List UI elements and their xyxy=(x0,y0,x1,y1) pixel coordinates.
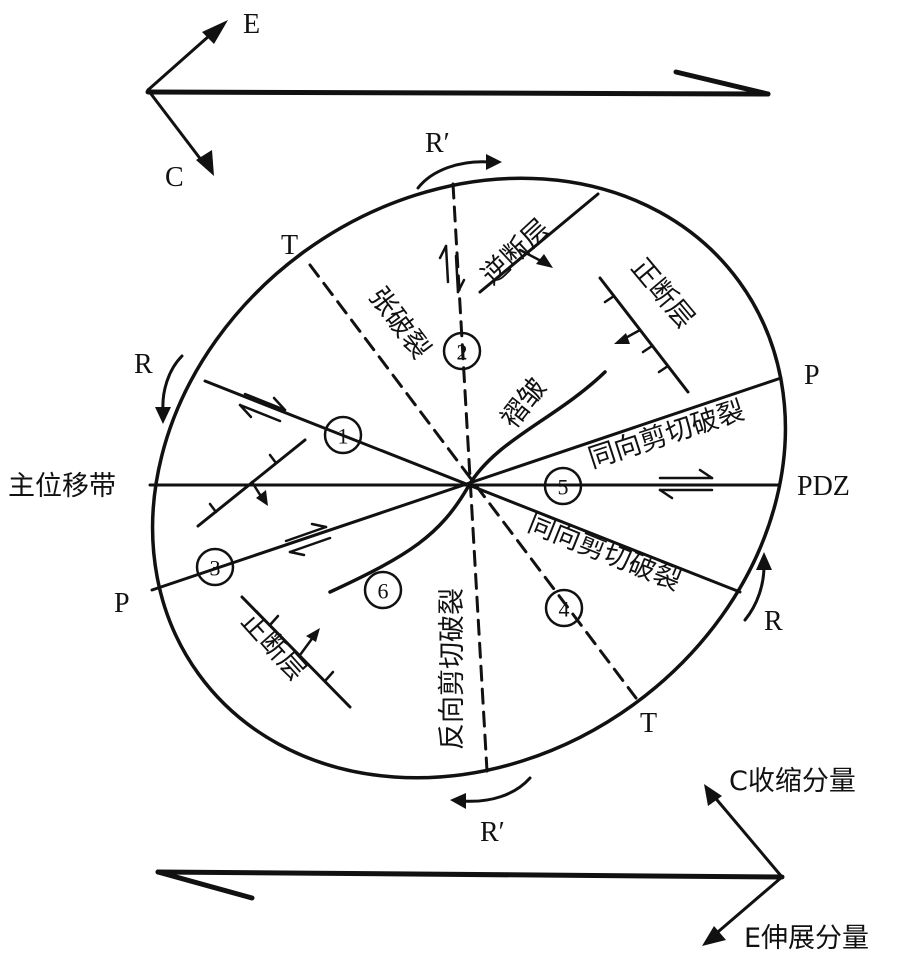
r-right-rotation-arrow xyxy=(743,552,772,622)
label-t-top: T xyxy=(281,230,298,261)
marker-1: 1 xyxy=(323,415,363,455)
marker-4-label: 4 xyxy=(559,597,570,622)
e-arrow-head xyxy=(202,20,228,44)
t-dashed-line xyxy=(308,263,638,700)
label-r-prime-top: R′ xyxy=(425,128,450,159)
marker-5-label: 5 xyxy=(558,475,569,500)
label-normal-fault-bottom: 正断层 xyxy=(235,606,312,687)
marker-5: 5 xyxy=(543,466,583,506)
c-compression-arrow-head xyxy=(704,784,722,806)
c-arrow-head xyxy=(196,150,214,176)
e-extension-arrow-head xyxy=(702,926,726,946)
top-axis-cross xyxy=(146,20,228,176)
bottom-axis-cross xyxy=(702,784,784,946)
bottom-shear-arrow xyxy=(155,869,785,901)
label-pdz: PDZ xyxy=(797,471,850,502)
slip-pair-r-prime xyxy=(438,244,466,294)
fold-curve xyxy=(328,370,607,594)
r-prime-top-rotation-arrow xyxy=(416,154,502,190)
strain-ellipse xyxy=(150,176,788,780)
label-p-left: P xyxy=(114,588,130,619)
slip-pair-p xyxy=(284,522,332,557)
normal-fault-symbol-bottom xyxy=(240,595,352,709)
label-r-right: R xyxy=(764,606,783,637)
label-main-displacement-zone: 主位移带 xyxy=(8,471,116,502)
label-r-left: R xyxy=(134,349,153,380)
top-shear-arrow xyxy=(145,69,771,97)
marker-4: 4 xyxy=(544,588,584,628)
axis-label-c: C xyxy=(165,162,184,193)
label-r-prime-bottom: R′ xyxy=(480,817,505,848)
slip-pair-pdz xyxy=(658,468,714,500)
marker-2: 2 xyxy=(442,331,482,371)
label-tension-fracture: 张破裂 xyxy=(362,282,436,365)
r-shear-line xyxy=(203,379,742,594)
label-t-bottom: T xyxy=(640,708,657,739)
p-shear-line xyxy=(150,376,783,592)
marker-6-label: 6 xyxy=(378,579,389,604)
reverse-fault-symbol xyxy=(478,192,600,294)
axis-label-c-compression: C收缩分量 xyxy=(729,766,856,797)
r-prime-bottom-rotation-arrow xyxy=(450,776,532,809)
label-antithetic-shear: 反向剪切破裂 xyxy=(437,588,468,750)
marker-6: 6 xyxy=(363,570,403,610)
marker-3: 3 xyxy=(195,547,235,587)
normal-fault-symbol-left xyxy=(196,438,307,528)
label-synthetic-shear-bottom: 同向剪切破裂 xyxy=(523,508,685,597)
axis-label-e: E xyxy=(243,9,260,40)
marker-2-label: 2 xyxy=(457,340,468,365)
label-fold: 褶皱 xyxy=(495,373,553,435)
axis-label-e-extension: E伸展分量 xyxy=(744,923,869,954)
label-reverse-fault: 逆断层 xyxy=(476,213,556,291)
label-p-right: P xyxy=(804,360,820,391)
slip-pair-r xyxy=(238,392,287,423)
marker-1-label: 1 xyxy=(338,424,349,449)
normal-fault-symbol-top xyxy=(598,276,690,394)
marker-3-label: 3 xyxy=(210,556,221,581)
r-left-rotation-arrow xyxy=(155,354,184,424)
